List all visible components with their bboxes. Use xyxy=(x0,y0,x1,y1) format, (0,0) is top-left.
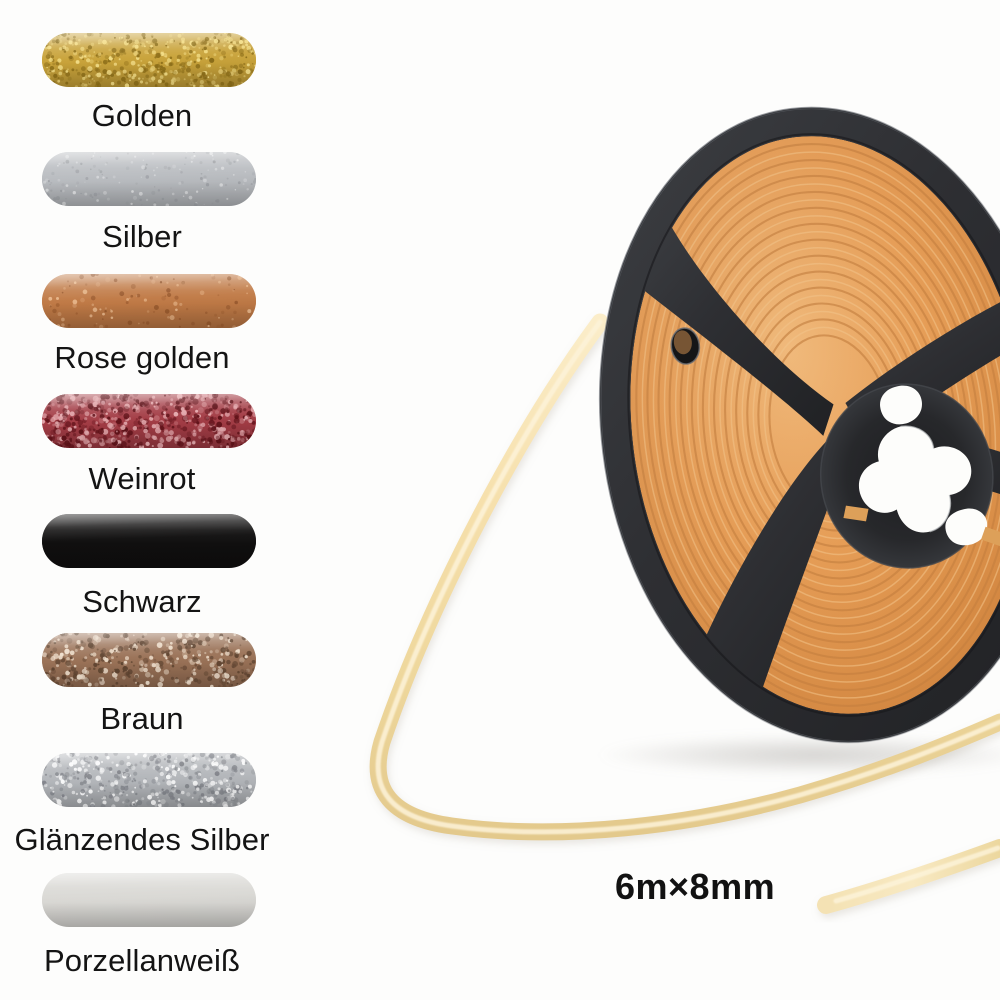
swatch-chip-4[interactable] xyxy=(42,514,256,568)
swatch-label: Rose golden xyxy=(54,340,230,375)
swatch-label: Schwarz xyxy=(82,584,202,619)
swatch-chip-base xyxy=(42,514,256,568)
swatch-label: Glänzendes Silber xyxy=(14,822,270,857)
swatch-chip-2[interactable] xyxy=(42,274,256,328)
filament-spool xyxy=(563,79,1000,770)
swatch-chip-gloss xyxy=(42,394,256,448)
swatch-chip-0[interactable] xyxy=(42,33,256,87)
swatch-chip-gloss xyxy=(42,514,256,568)
swatch-chip-3[interactable] xyxy=(42,394,256,448)
swatch-chip-texture xyxy=(42,753,256,807)
swatch-chip-texture xyxy=(42,33,256,87)
swatch-chip-gloss xyxy=(42,33,256,87)
swatch-chip-gloss xyxy=(42,633,256,687)
swatch-chip-7[interactable] xyxy=(42,873,256,927)
swatch-label: Porzellanweiß xyxy=(44,943,240,978)
swatch-label: Braun xyxy=(100,701,184,736)
swatch-chip-texture xyxy=(42,633,256,687)
swatch-chip-gloss xyxy=(42,274,256,328)
swatch-label: Golden xyxy=(91,98,193,133)
swatch-chip-6[interactable] xyxy=(42,753,256,807)
swatch-chip-gloss xyxy=(42,753,256,807)
swatch-chip-1[interactable] xyxy=(42,152,256,206)
swatch-chip-base xyxy=(42,873,256,927)
swatch-chip-texture xyxy=(42,152,256,206)
swatch-chip-texture xyxy=(42,394,256,448)
swatch-chip-5[interactable] xyxy=(42,633,256,687)
size-caption: 6m×8mm xyxy=(615,866,776,907)
swatch-chip-gloss xyxy=(42,152,256,206)
swatch-label: Weinrot xyxy=(88,461,196,496)
swatch-chip-texture xyxy=(42,274,256,328)
spool-assembly xyxy=(598,75,1000,775)
swatch-chip-gloss xyxy=(42,873,256,927)
swatch-label: Silber xyxy=(102,219,182,254)
